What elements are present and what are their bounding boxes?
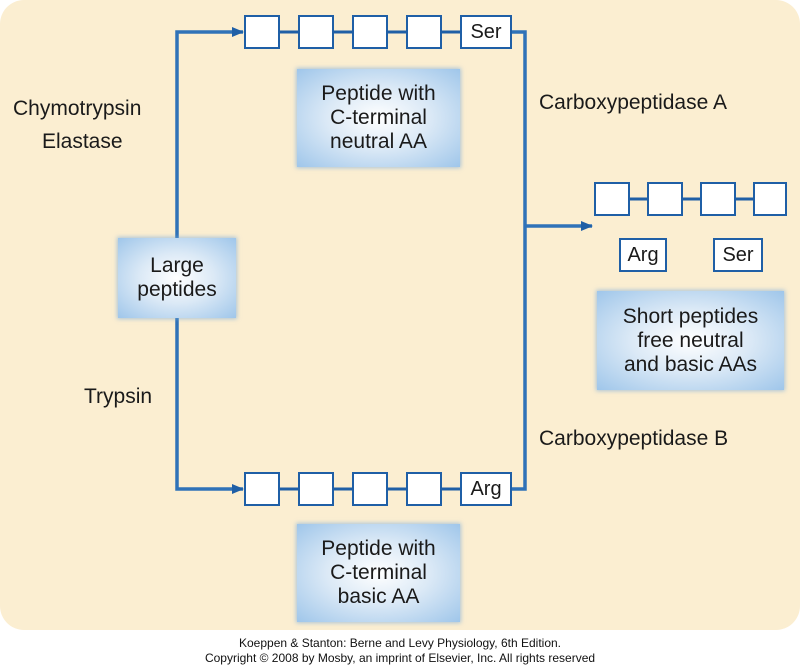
large-peptides-line-1: Large [150, 254, 204, 277]
pathway-arrows [175, 27, 753, 494]
carboxypeptidase-b-label: Carboxypeptidase B [539, 427, 729, 450]
carboxypeptidase-a-label: Carboxypeptidase A [539, 91, 727, 114]
bottom-peptide-line-3: basic AA [337, 585, 420, 608]
carboxypeptidase-line [512, 30, 527, 491]
products-node: Short peptides free neutral and basic AA… [597, 291, 784, 390]
short-residue-4 [753, 182, 787, 216]
top-peptide-line-1: Peptide with [321, 82, 436, 105]
bottom-terminal-arg: Arg [460, 472, 512, 506]
bottom-residue-1 [244, 472, 280, 506]
top-peptide-line-2: C-terminal [330, 106, 427, 129]
short-residue-3 [700, 182, 736, 216]
top-residue-3 [352, 15, 388, 49]
free-arg: Arg [619, 238, 667, 272]
bottom-residue-3 [352, 472, 388, 506]
bottom-peptide-line-2: C-terminal [330, 561, 427, 584]
free-ser: Ser [713, 238, 763, 272]
top-residue-2 [298, 15, 334, 49]
top-residue-4 [406, 15, 442, 49]
short-residue-2 [647, 182, 683, 216]
top-terminal-ser: Ser [460, 15, 512, 49]
large-peptides-line-2: peptides [137, 278, 217, 301]
short-residue-1 [594, 182, 630, 216]
products-line-2: free neutral [637, 328, 744, 352]
credit-line-2: Copyright © 2008 by Mosby, an imprint of… [204, 651, 596, 665]
bottom-residue-4 [406, 472, 442, 506]
products-line-3: and basic AAs [623, 352, 758, 376]
bottom-peptide-node: Peptide with C-terminal basic AA [297, 524, 460, 622]
large-peptides-node: Large peptides [118, 238, 236, 318]
chymotrypsin-label: Chymotrypsin [13, 97, 142, 120]
copyright-credit: Koeppen & Stanton: Berne and Levy Physio… [0, 636, 800, 666]
elastase-label: Elastase [42, 130, 123, 153]
branch-up-line [175, 27, 244, 238]
products-line-1: Short peptides [622, 304, 759, 328]
branch-down-line [175, 318, 244, 494]
bottom-peptide-line-1: Peptide with [321, 537, 436, 560]
bottom-residue-2 [298, 472, 334, 506]
credit-line-1: Koeppen & Stanton: Berne and Levy Physio… [239, 636, 561, 650]
top-residue-1 [244, 15, 280, 49]
trypsin-label: Trypsin [84, 385, 153, 408]
top-peptide-node: Peptide with C-terminal neutral AA [297, 69, 460, 167]
top-peptide-line-3: neutral AA [330, 130, 427, 153]
